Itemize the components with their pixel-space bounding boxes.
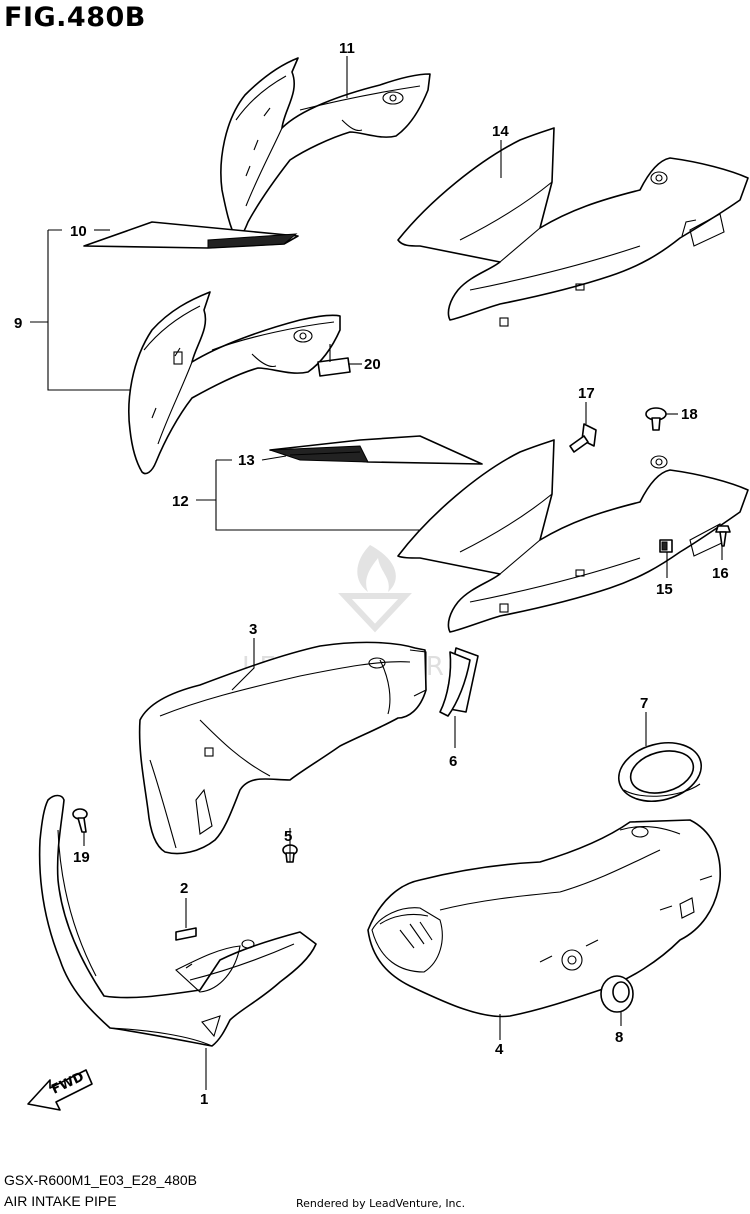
callout-1: 1 [200,1091,208,1108]
part-18-rivet[interactable] [645,407,667,431]
callout-14: 14 [492,123,509,140]
fwd-arrow-icon: FWD [27,1069,93,1111]
part-4-air-intake-pipe[interactable] [367,819,721,1018]
part-12-side-cover-assembly[interactable] [397,439,749,633]
callout-9: 9 [14,315,22,332]
part-13-decal[interactable] [269,435,483,465]
part-6-seal[interactable] [439,647,479,717]
part-3-inner-duct[interactable] [138,641,427,855]
part-15-clip[interactable] [659,539,673,553]
leader-lines [30,56,723,1090]
figure-name: AIR INTAKE PIPE [4,1193,117,1209]
part-19-screw[interactable] [72,808,88,833]
callout-3: 3 [249,621,257,638]
part-20-label[interactable] [317,357,351,377]
callout-13: 13 [238,452,255,469]
part-1-front-duct[interactable] [38,794,317,1047]
figure-title: FIG.480B [4,2,146,33]
part-17-screw[interactable] [569,423,597,453]
part-9-duct-cover-assembly[interactable] [128,291,341,475]
callout-12: 12 [172,493,189,510]
callout-numbers: 11 14 10 9 20 17 18 13 12 15 16 3 7 6 5 … [14,40,729,1108]
callout-17: 17 [578,385,595,402]
callout-11: 11 [339,40,355,57]
callout-10: 10 [70,223,87,240]
render-credit: Rendered by LeadVenture, Inc. [296,1197,466,1210]
callout-18: 18 [681,406,698,423]
part-14-side-cover[interactable] [397,127,749,327]
callout-16: 16 [712,565,729,582]
callout-15: 15 [656,581,673,598]
callout-5: 5 [284,828,292,845]
part-8-grommet[interactable] [600,975,634,1013]
callout-20: 20 [364,356,381,373]
part-16-screw[interactable] [715,525,731,547]
part-11-duct-cover[interactable] [220,57,431,240]
callout-19: 19 [73,849,90,866]
callout-8: 8 [615,1029,623,1046]
figure-code: GSX-R600M1_E03_E28_480B [4,1172,198,1188]
callout-4: 4 [495,1041,504,1058]
callout-6: 6 [449,753,457,770]
part-2-label[interactable] [175,927,197,941]
callout-7: 7 [640,695,648,712]
callout-2: 2 [180,880,188,897]
part-10-decal[interactable] [83,221,299,249]
part-7-gasket[interactable] [612,734,708,810]
